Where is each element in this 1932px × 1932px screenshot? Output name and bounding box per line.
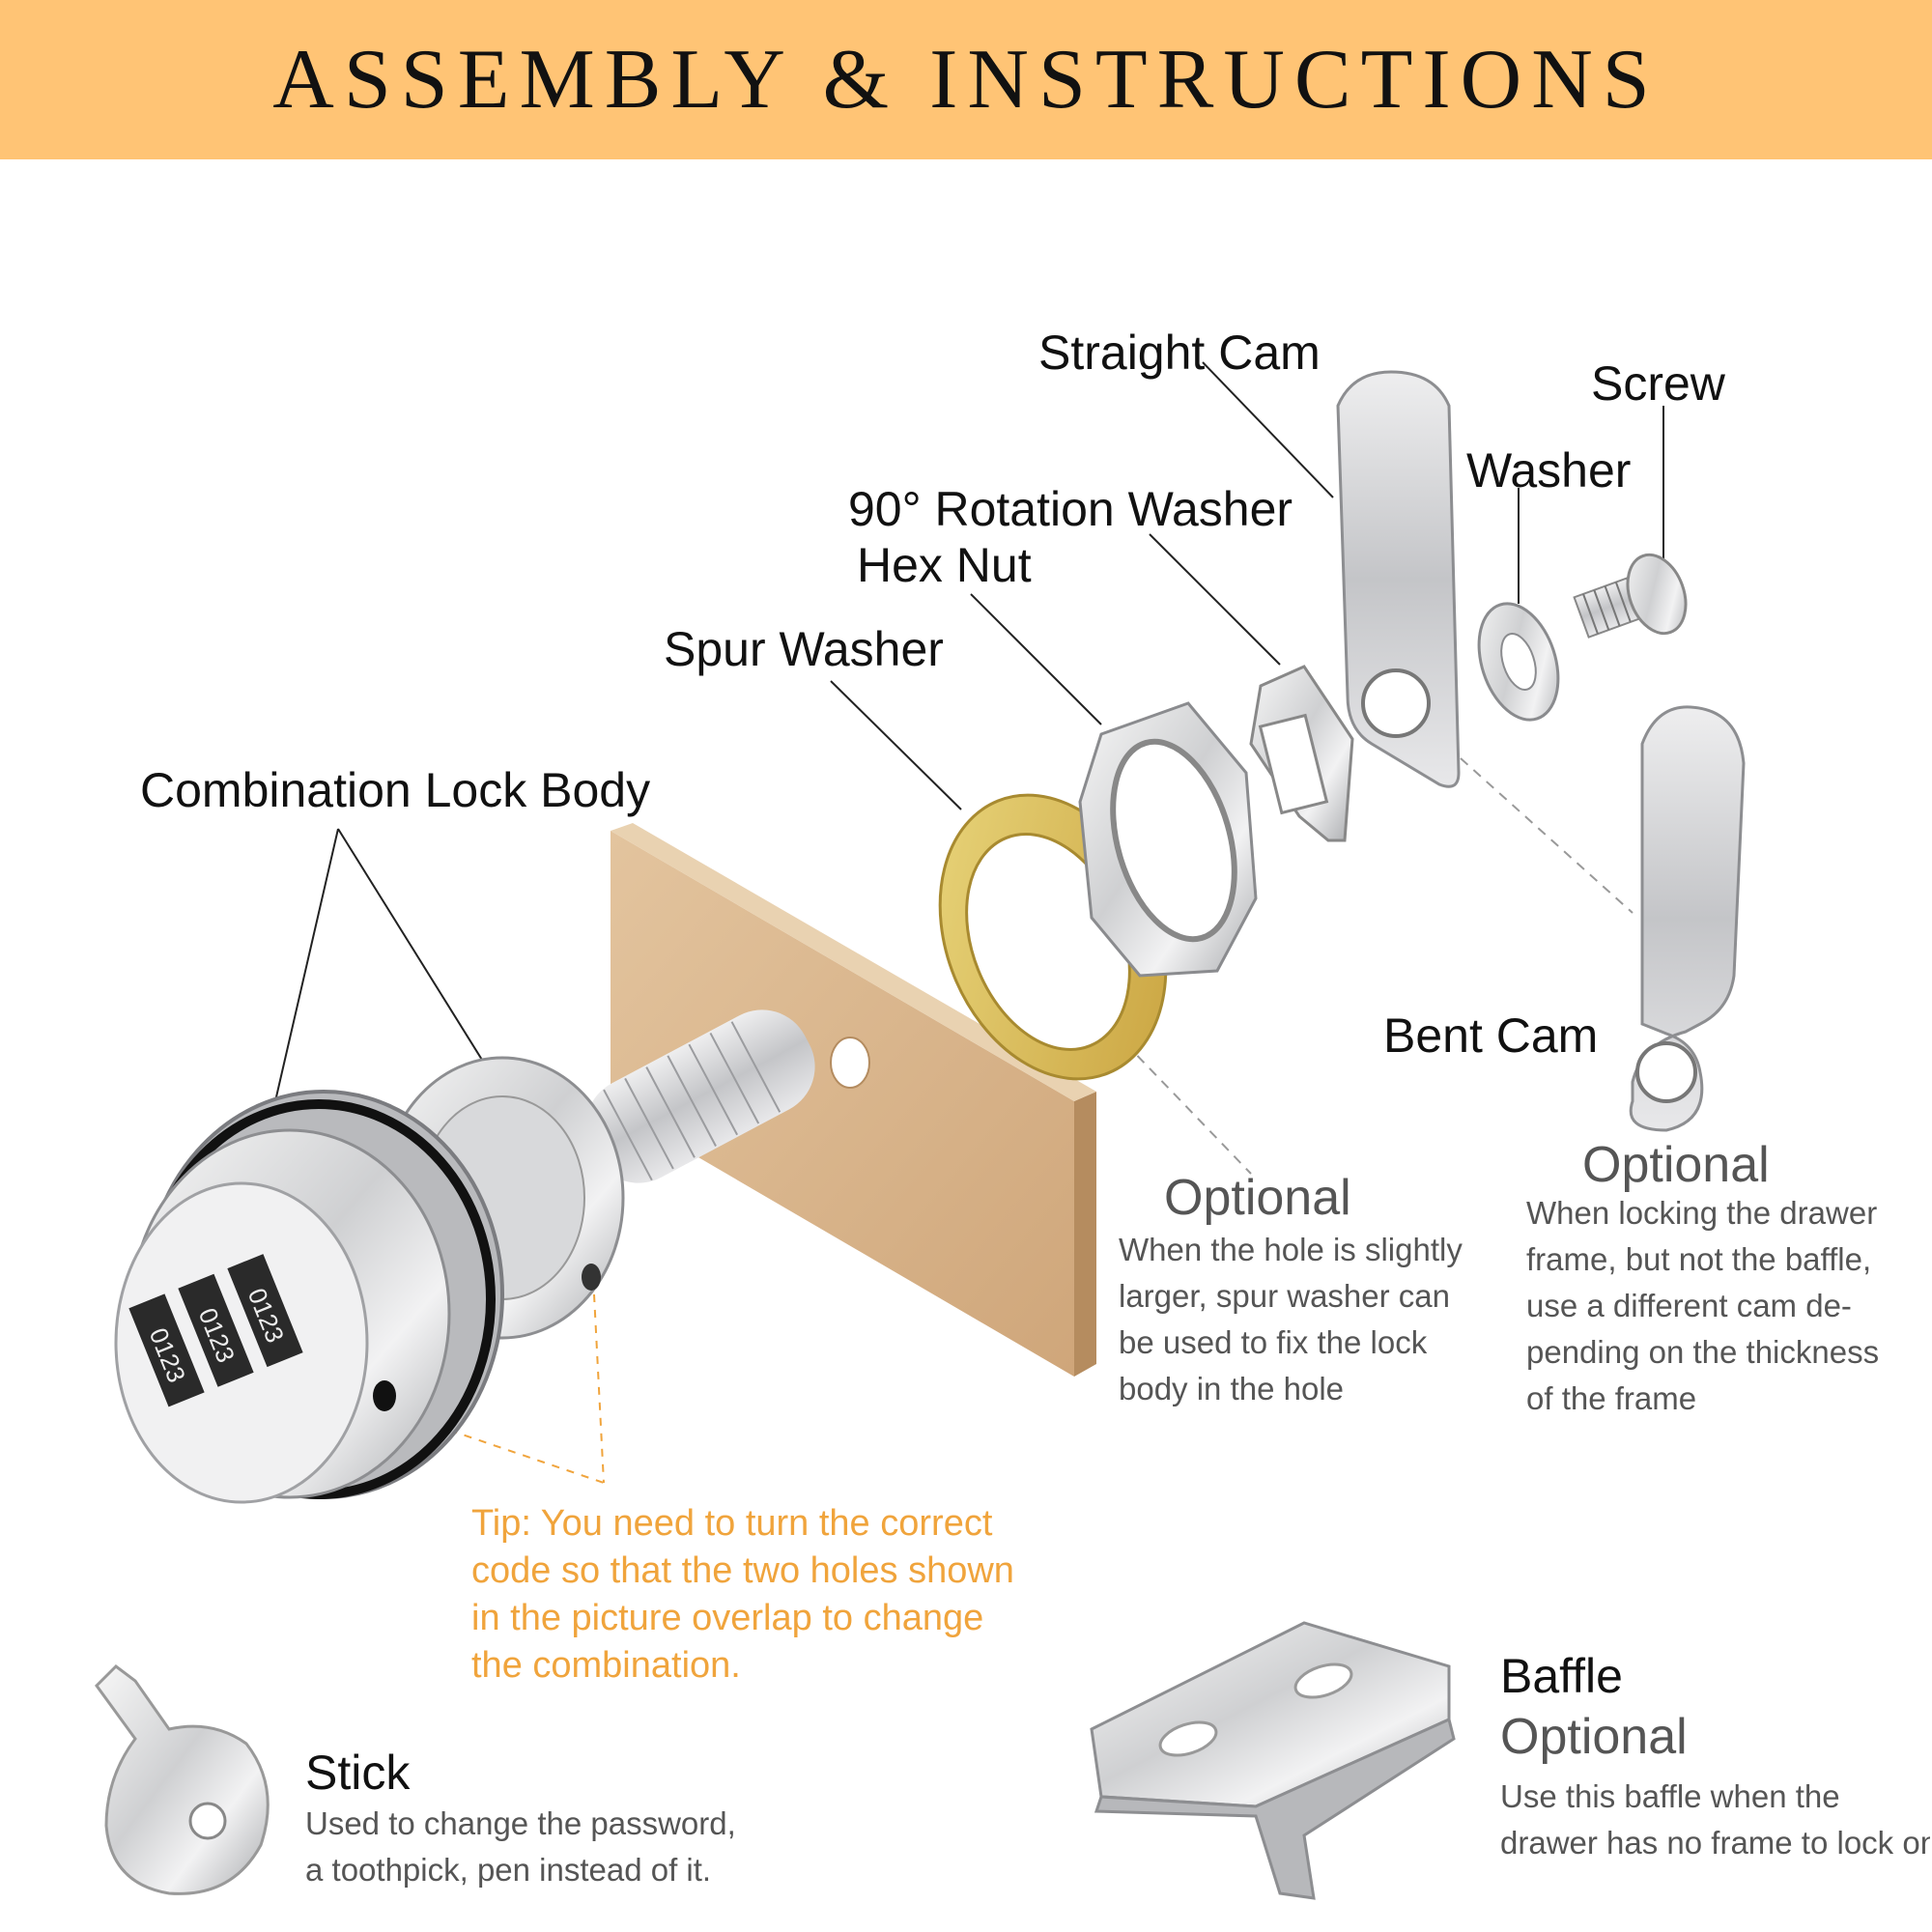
reset-hole (373, 1380, 396, 1411)
label-screw: Screw (1591, 356, 1725, 411)
label-hex-nut: Hex Nut (857, 538, 1032, 592)
straight-cam-shape (1336, 370, 1461, 788)
label-stick: Stick (305, 1746, 411, 1800)
panel-hole (830, 1037, 870, 1089)
washer-shape (1477, 602, 1560, 722)
screw-shape (1573, 553, 1688, 639)
combination-lock-body: 0123 0123 0123 (114, 1009, 815, 1504)
label-rotation-washer: 90° Rotation Washer (848, 482, 1293, 536)
baffle-optional-note: Use this baffle when the drawer has no f… (1500, 1778, 1930, 1861)
label-spur-washer: Spur Washer (664, 622, 944, 676)
wood-panel (611, 823, 1096, 1377)
stick-key-shape (95, 1664, 270, 1895)
label-bent-cam: Bent Cam (1383, 1009, 1599, 1063)
combination-tip: Tip: You need to turn the correct code s… (471, 1503, 1014, 1686)
stick-note: Used to change the password, a toothpick… (305, 1805, 736, 1888)
baffle-optional-heading: Optional (1500, 1709, 1688, 1765)
bent-cam-shape (1629, 705, 1746, 1132)
label-baffle: Baffle (1500, 1649, 1623, 1703)
cam-optional-note: When locking the drawer frame, but not t… (1526, 1195, 1880, 1416)
spur-optional-heading: Optional (1164, 1170, 1351, 1226)
dashed-guides (1124, 757, 1634, 1175)
baffle-shape (1090, 1621, 1456, 1900)
rotation-washer-shape (1249, 665, 1354, 842)
leader-lines (274, 361, 1664, 1102)
cam-optional-heading: Optional (1582, 1137, 1770, 1193)
reset-hole (582, 1264, 601, 1291)
label-washer: Washer (1466, 443, 1632, 497)
title-banner: ASSEMBLY & INSTRUCTIONS (0, 0, 1932, 159)
hex-nut-shape (1078, 701, 1258, 978)
label-straight-cam: Straight Cam (1038, 326, 1321, 380)
label-combination-lock-body: Combination Lock Body (140, 763, 651, 817)
page-title: ASSEMBLY & INSTRUCTIONS (272, 33, 1660, 127)
spur-optional-note: When the hole is slightly larger, spur w… (1119, 1232, 1463, 1406)
